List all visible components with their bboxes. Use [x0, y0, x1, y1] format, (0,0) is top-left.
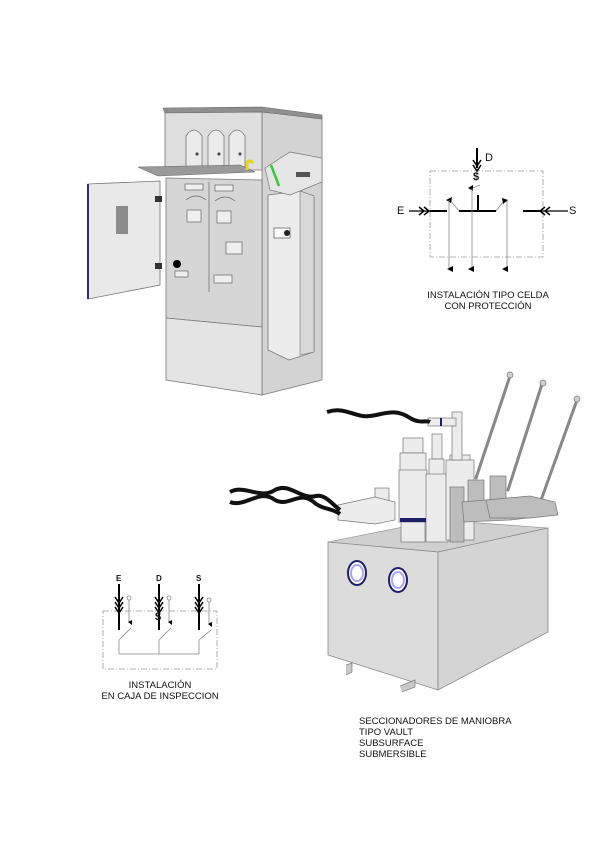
celda-caption-line-2: CON PROTECCIÓN: [444, 301, 532, 312]
cable-lower-2: [229, 494, 342, 516]
vault-caption-line-1: SECCIONADORES DE MANIOBRA: [359, 716, 512, 727]
door-hinge-bottom: [155, 263, 162, 269]
vault-foot-2: [399, 679, 416, 693]
cable-lower-1: [229, 486, 342, 512]
cell-roof: [162, 106, 323, 120]
caja-ground-switches: [118, 595, 212, 655]
vault-caption-line-4: SUBMERSIBLE: [359, 749, 427, 760]
celda-terminal-e: E: [397, 205, 405, 217]
door-window: [116, 206, 128, 234]
vault-foot-1: [345, 662, 353, 676]
t-connectors: [449, 475, 559, 543]
busbar-arches: [185, 129, 246, 168]
caja-terminal-e: E: [116, 574, 122, 583]
operating-rods: [474, 374, 579, 505]
cell-shelf: [137, 164, 256, 177]
cable-box-side: [299, 190, 315, 356]
caja-arrows: [114, 596, 204, 615]
panel-controls: [174, 182, 243, 292]
caja-caption-line-2: EN CAJA DE INSPECCION: [101, 691, 219, 702]
caja-caption: INSTALACIÓN EN CAJA DE INSPECCION: [90, 680, 230, 702]
vault-caption-line-2: TIPO VAULT: [359, 727, 414, 738]
caja-switch-symbol: $: [155, 611, 162, 623]
connector-eye: [284, 230, 290, 236]
door-hinge-top: [155, 196, 162, 202]
celda-switch-symbol: $: [473, 171, 480, 183]
mechanism-lever: [296, 172, 310, 177]
vault-caption-line-3: SUBSURFACE: [359, 738, 424, 749]
black-knob: [173, 260, 181, 268]
cell-lower-front: [165, 317, 263, 396]
vault-caption: SECCIONADORES DE MANIOBRA TIPO VAULT SUB…: [359, 716, 512, 760]
celda-top-arrow: [472, 159, 482, 168]
caja-terminal-d: D: [156, 574, 162, 583]
yellow-handle: [245, 159, 255, 170]
celda-caption: INSTALACIÓN TIPO CELDA CON PROTECCIÓN: [418, 290, 558, 312]
celda-terminal-s: S: [569, 205, 577, 217]
cable-upper: [326, 408, 431, 424]
bushing-blue-ring: [400, 518, 426, 522]
green-bar: [269, 164, 281, 187]
celda-caption-line-1: INSTALACIÓN TIPO CELDA: [427, 290, 549, 301]
caja-caption-line-1: INSTALACIÓN: [128, 680, 192, 691]
celda-terminal-d: D: [485, 152, 493, 164]
vault-tank-side: [437, 527, 549, 691]
caja-terminal-s: S: [196, 574, 202, 583]
